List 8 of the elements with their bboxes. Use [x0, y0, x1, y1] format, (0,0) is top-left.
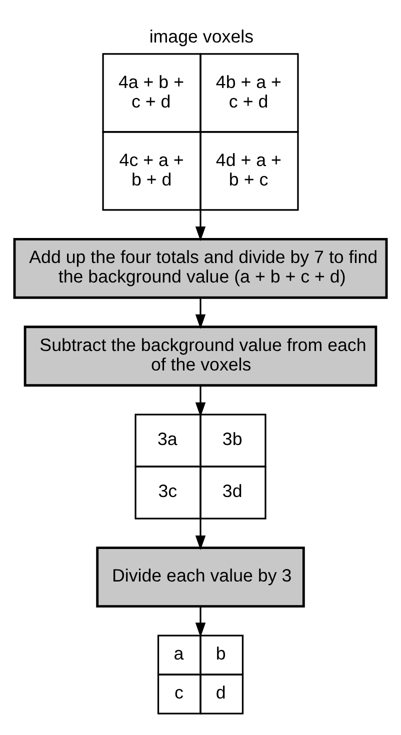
node-box: Add up the four totals and divide by 7 to find the background value (a + b + c + d): [13, 238, 388, 299]
arrow: [195, 606, 206, 638]
node-box: Divide each value by 3: [96, 546, 305, 608]
arrow: [195, 210, 206, 242]
arrow: [195, 518, 206, 550]
arrow: [195, 298, 206, 329]
node-label: image voxels: [149, 26, 254, 46]
node-box: Subtract the background value from each of the voxels: [24, 326, 378, 387]
